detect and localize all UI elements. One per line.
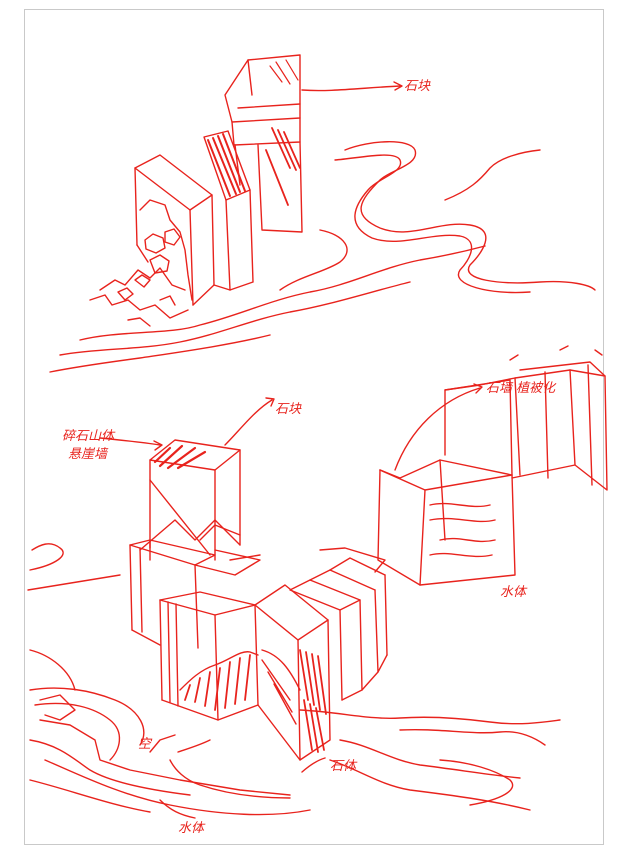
note-right-lower: 水体	[500, 585, 528, 600]
note-mid-top: 石块	[275, 402, 302, 417]
note-top-left-upper: 碎石山体	[62, 429, 116, 444]
note-top-left-lower: 悬崖墙	[68, 447, 109, 462]
top-wall-sketch	[90, 55, 402, 326]
note-bottom-left: 水体	[178, 821, 206, 836]
note-right-top: 石墙 植被化	[486, 381, 557, 396]
note-bottom-left-small: 空	[138, 737, 153, 752]
bottom-leaders	[150, 735, 325, 772]
top-river-lines	[50, 142, 595, 372]
bottom-zigzag-wall	[130, 440, 387, 760]
note-top-right: 石块	[404, 79, 431, 94]
note-bottom-center: 石体	[330, 759, 358, 774]
bottom-river-lines	[28, 544, 560, 818]
